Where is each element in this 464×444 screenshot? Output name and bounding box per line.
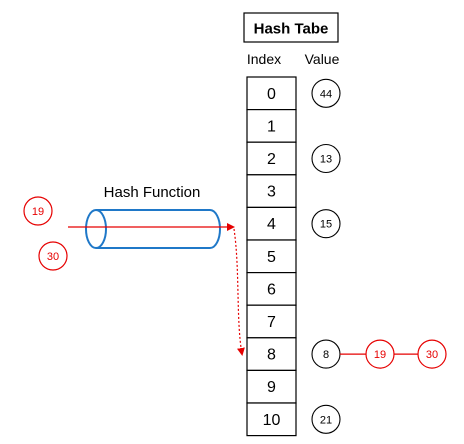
hash-function-label: Hash Function: [104, 184, 201, 201]
value-label: 13: [320, 154, 332, 166]
hash-table: 0 44 1 2 13 3 4 15 5 6 7 8 8 9 10 21: [246, 76, 341, 437]
value-header: Value: [305, 51, 340, 67]
table-title: Hash Tabe: [254, 21, 329, 38]
redirect-arrow: [233, 228, 245, 356]
value-node: [311, 143, 341, 174]
value-label: 21: [320, 414, 332, 426]
chain-label: 19: [374, 349, 386, 361]
chain-label: 30: [426, 349, 438, 361]
value-node: [311, 78, 341, 108]
value-label: 8: [323, 349, 329, 361]
table-cell: [246, 304, 297, 339]
table-cell: [246, 239, 297, 274]
index-label: 0: [267, 86, 276, 103]
index-header: Index: [247, 51, 281, 67]
index-label: 7: [267, 314, 276, 331]
table-cell: [246, 272, 297, 306]
index-label: 9: [267, 379, 276, 396]
input-node-30: 30: [38, 241, 68, 271]
index-label: 3: [267, 184, 276, 201]
index-label: 10: [263, 412, 281, 429]
input-value: 30: [47, 251, 59, 263]
table-cell: [246, 174, 297, 209]
index-label: 2: [267, 151, 276, 168]
chain-node: [417, 339, 447, 369]
table-cell: [246, 76, 297, 111]
value-node: [311, 209, 341, 239]
index-label: 6: [267, 281, 276, 298]
table-cell: [246, 402, 297, 437]
hash-function-cylinder: [85, 209, 221, 249]
table-cell: [246, 206, 297, 241]
value-label: 15: [320, 219, 332, 231]
value-label: 44: [320, 88, 332, 100]
index-label: 4: [267, 216, 276, 233]
index-label: 8: [267, 347, 276, 364]
input-value: 19: [32, 206, 44, 218]
index-label: 5: [267, 249, 276, 266]
index-label: 1: [267, 118, 276, 135]
title-box: Hash Tabe: [243, 12, 339, 43]
value-node: [311, 404, 341, 434]
input-node-19: 19: [23, 196, 53, 226]
table-cell: [246, 108, 297, 143]
